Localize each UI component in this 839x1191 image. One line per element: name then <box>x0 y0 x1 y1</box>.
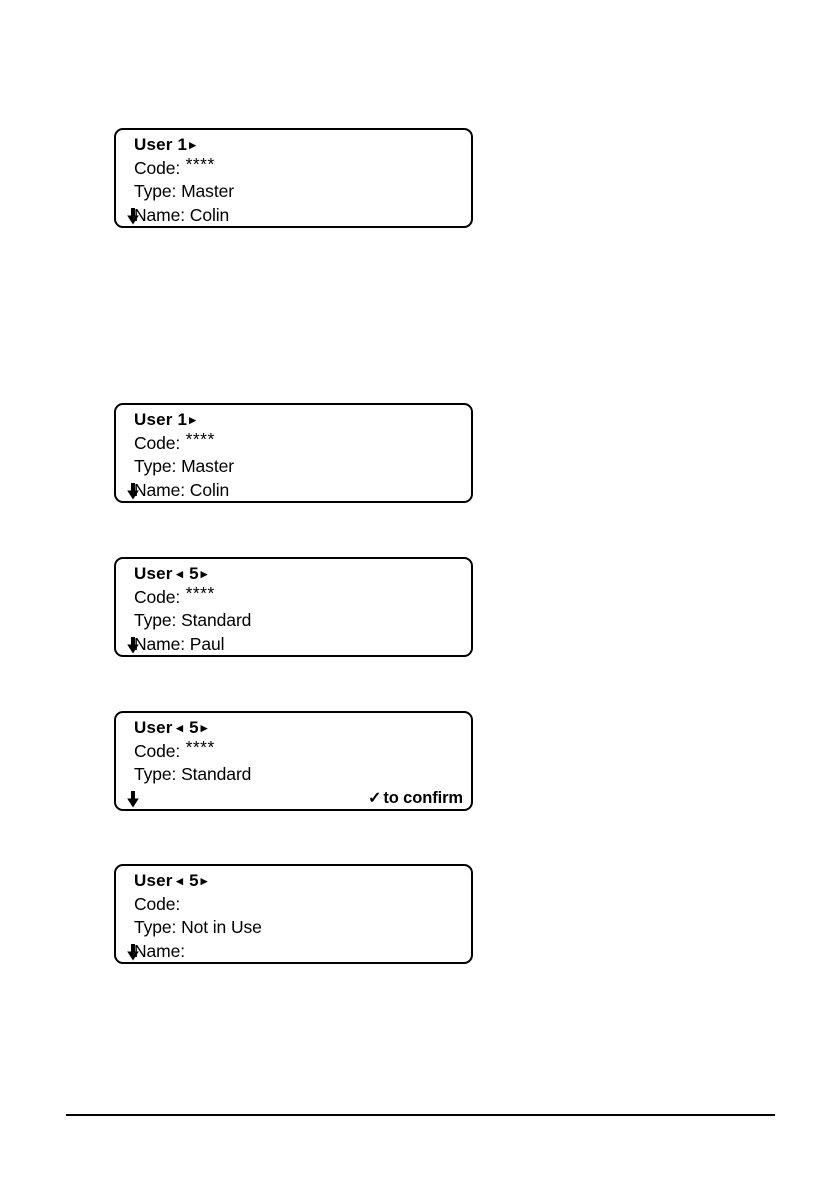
lcd-row: Name: Colin <box>127 204 463 228</box>
lcd-row-value: Standard <box>176 764 252 784</box>
lcd-row-label: Name: <box>134 633 186 654</box>
lcd-header-line: User ◂ 5▸ <box>134 869 463 893</box>
lcd-row: Code: **** <box>134 153 463 181</box>
lcd-row: Code: **** <box>134 582 463 610</box>
lcd-row-value: Master <box>176 456 234 476</box>
lcd-header-label: User <box>134 135 173 154</box>
chevron-right-icon[interactable]: ▸ <box>189 412 196 427</box>
lcd-row: Code: **** <box>134 736 463 764</box>
lcd-header-value: 5 <box>184 718 199 737</box>
down-arrow-icon <box>125 790 141 808</box>
lcd-header-line: User ◂ 5▸ <box>134 562 463 586</box>
lcd-header-line: User 1▸ <box>134 133 463 157</box>
chevron-right-icon[interactable]: ▸ <box>200 720 208 735</box>
lcd-header-label: User <box>134 871 173 890</box>
confirm-hint: ✓to confirm <box>368 787 463 811</box>
lcd-row-label: Type: <box>134 456 177 476</box>
lcd-row-label: Name: <box>134 204 186 225</box>
chevron-right-icon[interactable]: ▸ <box>189 137 196 152</box>
lcd-header-label: User <box>134 410 173 429</box>
lcd-row-value: Standard <box>176 610 252 630</box>
lcd-row: Type: Standard <box>134 609 463 633</box>
lcd-header-value: 1 <box>172 410 188 429</box>
lcd-row-label: Name: <box>134 940 186 961</box>
lcd-row-label: Type: <box>134 917 177 937</box>
chevron-left-icon[interactable]: ◂ <box>172 720 184 735</box>
down-arrow-icon <box>125 943 141 961</box>
confirm-label: to confirm <box>383 788 463 807</box>
lcd-row-value: **** <box>180 736 215 757</box>
down-arrow-icon <box>125 636 141 654</box>
lcd-row-label: Code: <box>134 157 181 178</box>
lcd-row-label: Name: <box>134 479 186 500</box>
lcd-header-value: 1 <box>172 135 188 154</box>
lcd-header-line: User ◂ 5▸ <box>134 716 463 740</box>
lcd-row-value: **** <box>180 153 215 174</box>
lcd-row-label: Type: <box>134 181 177 201</box>
lcd-row-value: Master <box>176 181 234 201</box>
lcd-row: Name: <box>127 940 463 964</box>
lcd-row-label: Code: <box>134 586 181 607</box>
lcd-row-label: Type: <box>134 610 177 630</box>
chevron-left-icon[interactable]: ◂ <box>172 566 184 581</box>
lcd-row: Name: Paul <box>127 633 463 657</box>
lcd-row-label: Code: <box>134 893 181 914</box>
lcd-row-value: Colin <box>185 204 230 225</box>
lcd-header-line: User 1▸ <box>134 408 463 432</box>
down-arrow-icon <box>125 207 141 225</box>
lcd-row-value: Colin <box>185 479 230 500</box>
lcd-row-label: Code: <box>134 740 181 761</box>
lcd-row: Code: **** <box>134 428 463 456</box>
check-icon: ✓ <box>368 789 382 807</box>
lcd-header-value: 5 <box>184 564 199 583</box>
lcd-header-label: User <box>134 718 173 737</box>
down-arrow-icon <box>125 482 141 500</box>
lcd-row: Type: Master <box>134 180 463 204</box>
lcd-header-label: User <box>134 564 173 583</box>
lcd-row: ✓to confirm <box>127 787 463 811</box>
lcd-panel: User ◂ 5▸Code: ****Type: Standard✓to con… <box>114 711 473 811</box>
lcd-row-label: Code: <box>134 432 181 453</box>
lcd-screen-lines: User ◂ 5▸Code: ****Type: Standard✓to con… <box>116 713 471 809</box>
footer-rule <box>66 1114 775 1116</box>
lcd-row-label: Type: <box>134 764 177 784</box>
lcd-row: Type: Not in Use <box>134 916 463 940</box>
lcd-row: Type: Master <box>134 455 463 479</box>
chevron-left-icon[interactable]: ◂ <box>172 873 184 888</box>
chevron-right-icon[interactable]: ▸ <box>200 566 208 581</box>
lcd-row: Type: Standard <box>134 763 463 787</box>
lcd-row: Name: Colin <box>127 479 463 503</box>
lcd-row-value: **** <box>180 582 215 603</box>
lcd-row-value: Paul <box>185 633 225 654</box>
chevron-right-icon[interactable]: ▸ <box>200 873 208 888</box>
lcd-row: Code: <box>134 893 463 917</box>
lcd-header-value: 5 <box>184 871 199 890</box>
lcd-row-value: **** <box>180 428 215 449</box>
lcd-row-value: Not in Use <box>176 917 262 937</box>
